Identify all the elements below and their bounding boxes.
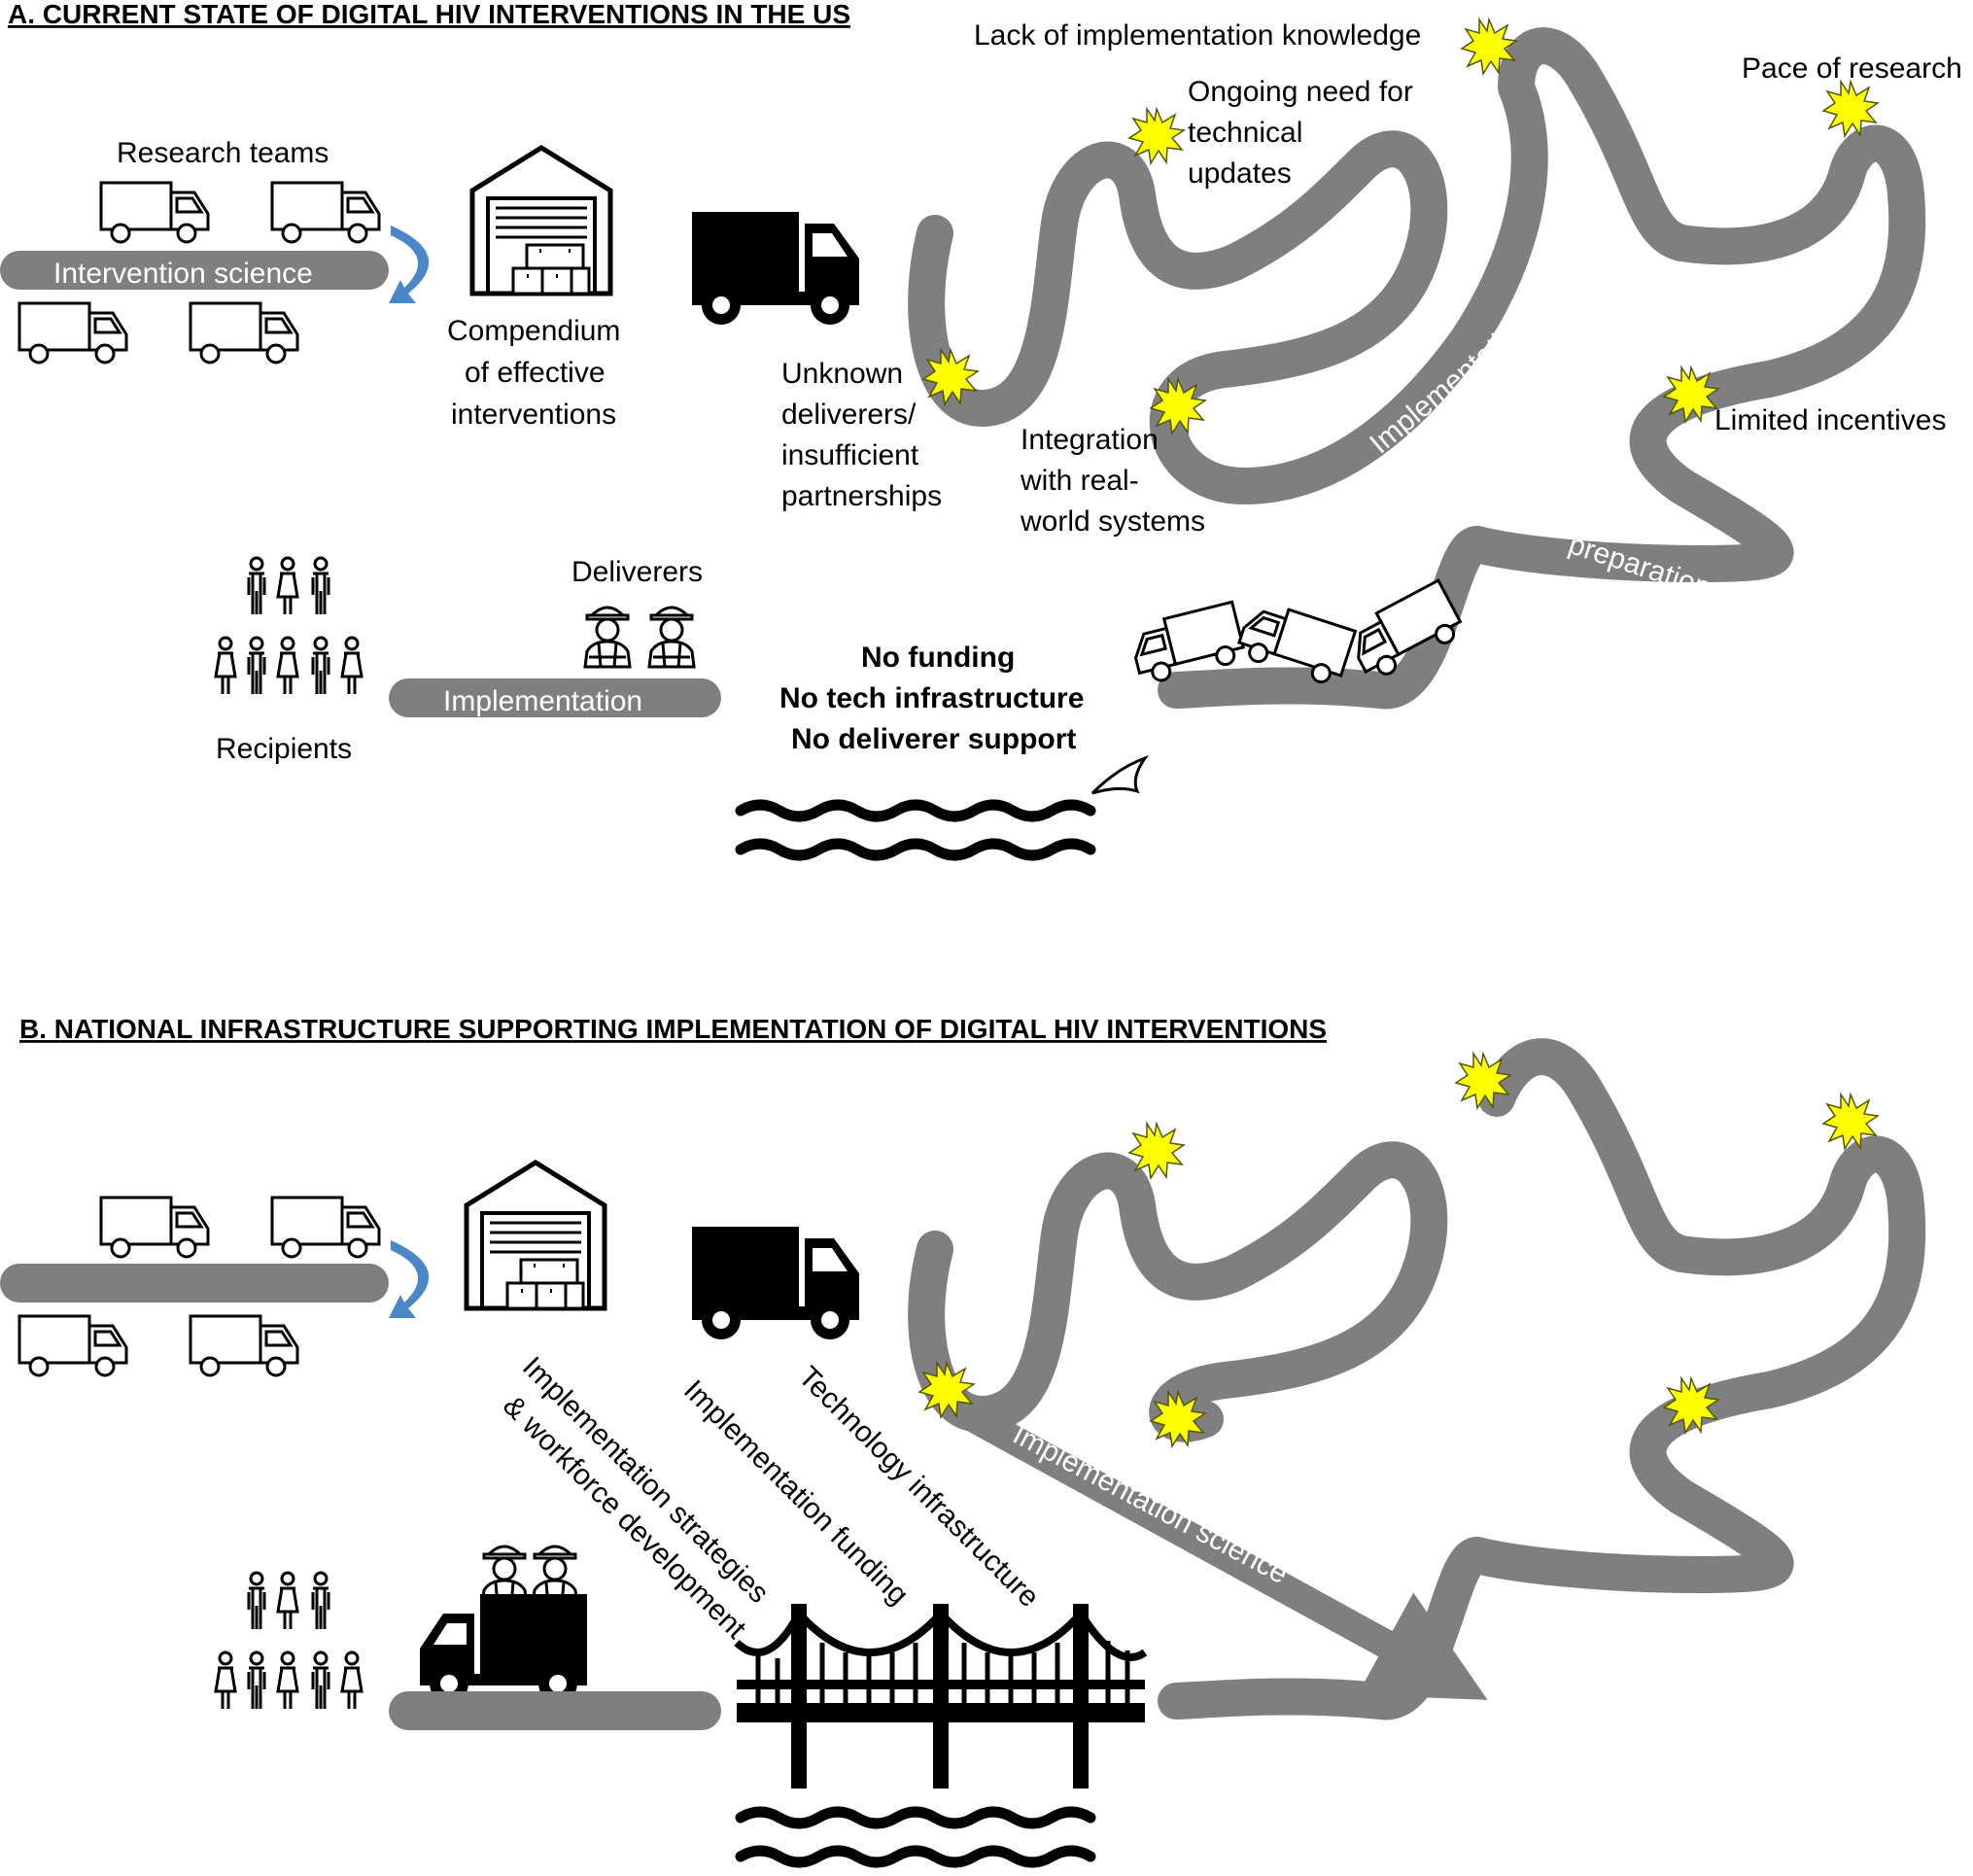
shark-fin-icon: [1090, 755, 1149, 795]
person-icon: [311, 556, 330, 616]
star-burst-icon: [1128, 1123, 1185, 1179]
barrier-pace: Pace of research: [1742, 52, 1962, 85]
curved-arrow-icon: [389, 226, 430, 303]
research-teams-label: Research teams: [117, 137, 329, 169]
barrier-tech-updates-1: Ongoing need for: [1188, 76, 1413, 108]
person-icon: [340, 636, 363, 696]
barrier-tech-updates-2: technical: [1188, 117, 1302, 149]
person-icon: [247, 636, 266, 696]
barrier-integration-3: world systems: [1020, 505, 1205, 538]
curved-arrow-icon: [389, 1240, 430, 1318]
barrier-unknown-2: deliverers/: [781, 399, 917, 431]
waves-icon: [741, 805, 1090, 855]
truck-with-deliverers-icon: [420, 1545, 587, 1703]
waves-icon: [741, 1812, 1090, 1862]
person-icon: [276, 636, 299, 696]
barrier-unknown-1: Unknown: [781, 358, 903, 390]
person-icon: [311, 1650, 330, 1711]
truck-outline-icon: [99, 1196, 210, 1259]
gap-no-tech: No tech infrastructure: [779, 682, 1084, 714]
intervention-science-label: Intervention science: [53, 258, 313, 290]
recipients-label: Recipients: [216, 733, 352, 765]
person-icon: [247, 556, 266, 616]
implementation-bar-b: [389, 1691, 721, 1730]
barrier-incentives: Limited incentives: [1714, 404, 1946, 436]
truck-outline-icon: [189, 301, 299, 365]
compendium-line-3: interventions: [451, 399, 616, 431]
bridge-icon: [734, 1604, 1148, 1789]
warehouse-icon: [472, 148, 610, 294]
truck-outline-icon: [99, 181, 210, 244]
barrier-tech-updates-3: updates: [1188, 157, 1292, 190]
person-icon: [276, 1650, 299, 1711]
person-icon: [311, 1571, 330, 1631]
compendium-line-1: Compendium: [447, 315, 620, 347]
intervention-science-bar-b: [0, 1264, 389, 1303]
truck-outline-icon: [17, 1314, 128, 1377]
truck-solid-icon: [692, 212, 859, 325]
truck-outline-icon: [17, 301, 128, 365]
deliverers-label: Deliverers: [571, 556, 703, 588]
worker-icon: [583, 606, 632, 669]
person-icon: [214, 636, 237, 696]
person-icon: [276, 556, 299, 616]
recipients-group-b: [214, 1571, 363, 1711]
person-icon: [214, 1650, 237, 1711]
recipients-group: [214, 556, 363, 696]
star-burst-icon: [1128, 108, 1185, 164]
implementation-science-arrow: [951, 1396, 1488, 1700]
gap-no-support: No deliverer support: [791, 723, 1076, 755]
winding-road: [908, 27, 1926, 710]
implementation-bar: [389, 678, 721, 717]
barrier-integration-2: with real-: [1020, 465, 1139, 497]
truck-outline-icon: [270, 1196, 381, 1259]
barrier-unknown-3: insufficient: [781, 439, 919, 471]
person-icon: [311, 636, 330, 696]
truck-outline-icon: [189, 1314, 299, 1377]
compendium-line-2: of effective: [465, 357, 606, 389]
panel-b-heading: B. NATIONAL INFRASTRUCTURE SUPPORTING IM…: [19, 1014, 1327, 1044]
person-icon: [247, 1571, 266, 1631]
barrier-integration-1: Integration: [1021, 424, 1159, 456]
arrow-label-implementation-science: Implementation science: [1008, 1418, 1294, 1590]
warehouse-icon: [467, 1163, 605, 1308]
panel-b: B. NATIONAL INFRASTRUCTURE SUPPORTING IM…: [0, 1014, 1926, 1862]
implementation-bar-label: Implementation: [443, 685, 642, 717]
worker-icon: [647, 606, 696, 669]
intervention-science-bar: [0, 251, 389, 290]
panel-a: A. CURRENT STATE OF DIGITAL HIV INTERVEN…: [0, 0, 1962, 855]
person-icon: [247, 1650, 266, 1711]
gap-no-funding: No funding: [861, 642, 1015, 674]
cable-label-funding: Implementation funding: [677, 1374, 915, 1612]
barrier-lack-knowledge: Lack of implementation knowledge: [974, 19, 1421, 52]
truck-outline-icon: [270, 181, 381, 244]
panel-a-heading: A. CURRENT STATE OF DIGITAL HIV INTERVEN…: [8, 0, 850, 29]
barrier-unknown-4: partnerships: [781, 480, 942, 512]
truck-solid-icon: [692, 1227, 859, 1339]
person-icon: [340, 1650, 363, 1711]
person-icon: [276, 1571, 299, 1631]
